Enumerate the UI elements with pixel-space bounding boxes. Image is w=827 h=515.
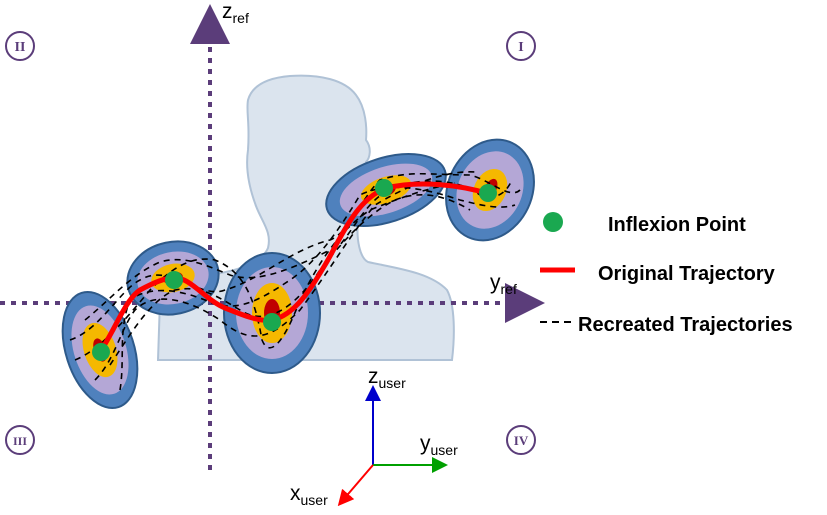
inflexion-point-3 (263, 313, 281, 331)
legend-inflexion-label: Inflexion Point (608, 214, 746, 236)
z-ref-label: zref (222, 0, 249, 26)
inflexion-point-2 (165, 271, 183, 289)
quadrant-badge-q2: II (5, 31, 35, 61)
legend-inflexion-marker (543, 212, 563, 232)
y-ref-label: yref (490, 271, 517, 297)
x-user-label: xuser (290, 482, 328, 508)
svg-text:IV: IV (514, 433, 529, 448)
svg-text:II: II (15, 40, 26, 55)
svg-text:I: I (518, 40, 523, 55)
quadrant-badge-q3: III (5, 425, 35, 455)
svg-text:III: III (13, 434, 27, 448)
y-user-label: yuser (420, 432, 458, 458)
z-user-label: zuser (368, 365, 406, 391)
x-user-axis (337, 464, 374, 507)
inflexion-point-5 (479, 184, 497, 202)
inflexion-point-4 (375, 179, 393, 197)
inflexion-point-1 (92, 343, 110, 361)
quadrant-badge-q1: I (506, 31, 536, 61)
quadrant-badge-q4: IV (506, 425, 536, 455)
legend: Inflexion Point Original Trajectory Recr… (540, 212, 793, 336)
legend-original-label: Original Trajectory (598, 263, 776, 285)
legend-recreated-label: Recreated Trajectories (578, 314, 793, 336)
